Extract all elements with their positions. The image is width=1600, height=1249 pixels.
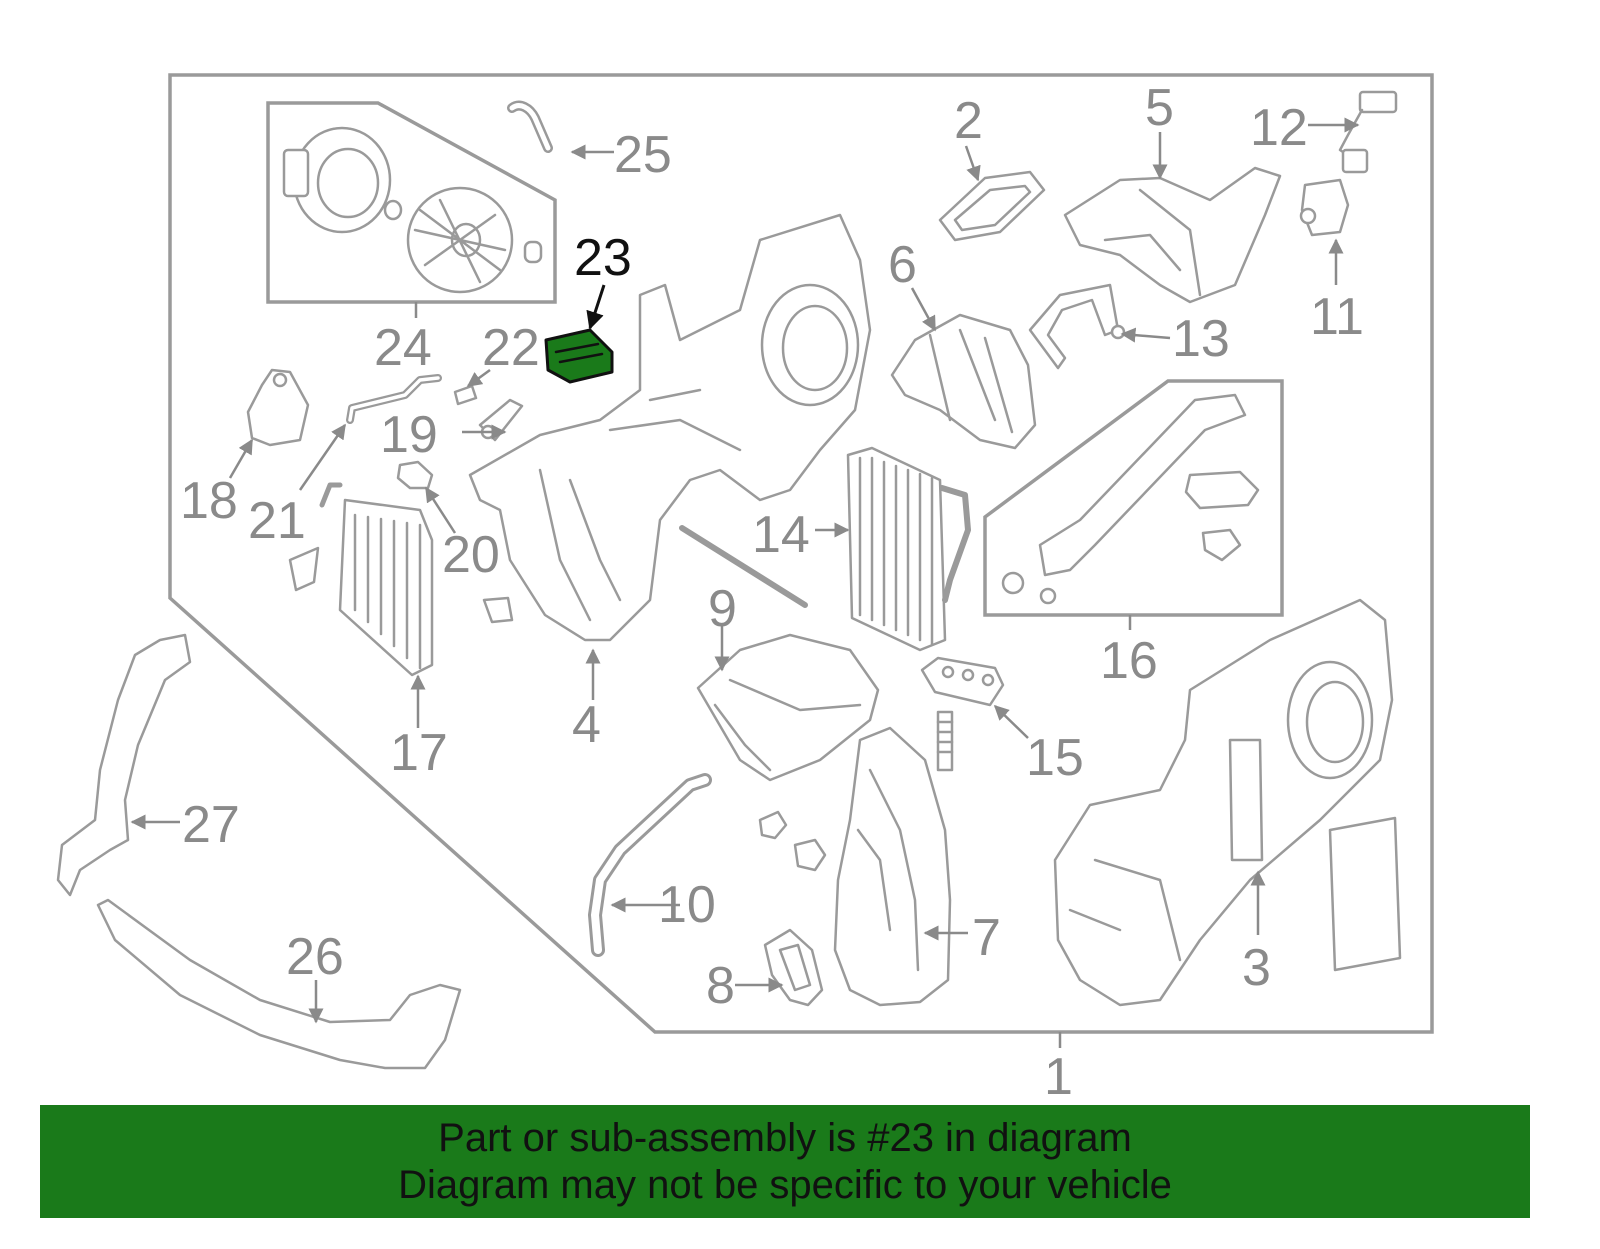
part-2-gasket[interactable] [938, 170, 1046, 242]
part-4-heater-case[interactable] [468, 213, 872, 642]
pipe-subassembly-box [983, 379, 1284, 617]
callout-20: 20 [442, 526, 500, 584]
callout-19: 19 [380, 406, 438, 464]
callout-17: 17 [390, 724, 448, 782]
info-banner: Part or sub-assembly is #23 in diagram D… [40, 1105, 1530, 1218]
callout-12: 12 [1250, 99, 1308, 157]
callout-26: 26 [286, 928, 344, 986]
part-12-wire-harness[interactable] [1338, 90, 1398, 174]
part-14-evaporator[interactable] [846, 446, 971, 652]
part-7-duct[interactable] [833, 726, 952, 1007]
part-21-tube[interactable] [346, 374, 442, 424]
callout-13: 13 [1172, 310, 1230, 368]
callout-10: 10 [658, 876, 716, 934]
callout-27: 27 [182, 796, 240, 854]
callout-7: 7 [972, 909, 1001, 967]
part-grommet-pair[interactable] [758, 810, 827, 872]
callout-8: 8 [706, 957, 735, 1015]
part-10-drain-hose[interactable] [588, 773, 712, 957]
part-22-clip[interactable] [453, 384, 478, 406]
callout-6: 6 [888, 236, 917, 294]
callout-4: 4 [572, 696, 601, 754]
callout-16: 16 [1100, 632, 1158, 690]
part-26-rear-duct[interactable] [96, 898, 462, 1070]
leader-lines [130, 117, 1360, 1024]
callout-22: 22 [482, 319, 540, 377]
part-6-cover[interactable] [890, 313, 1037, 450]
callout-15: 15 [1026, 729, 1084, 787]
part-17-heater-core[interactable] [288, 482, 514, 677]
part-18-mode-actuator[interactable] [246, 368, 310, 447]
callout-24: 24 [374, 319, 432, 377]
part-27-duct-bracket[interactable] [56, 633, 192, 897]
callout-14: 14 [752, 506, 810, 564]
part-23-blower-resistor[interactable] [544, 328, 614, 384]
callout-21: 21 [248, 492, 306, 550]
callout-2: 2 [954, 92, 983, 150]
assembly-frame [168, 73, 1434, 1034]
part-13-bracket[interactable] [1028, 283, 1126, 370]
part-expansion-rod[interactable] [679, 525, 808, 608]
part-25-hose[interactable] [507, 100, 553, 153]
part-9-drain-pan[interactable] [696, 633, 880, 782]
callout-25: 25 [614, 126, 672, 184]
callout-18: 18 [180, 472, 238, 530]
callout-labels: 1 2 3 4 5 6 7 8 9 10 11 12 13 14 15 16 1… [180, 79, 1364, 1106]
callout-23: 23 [574, 229, 632, 287]
callout-3: 3 [1242, 939, 1271, 997]
callout-1: 1 [1044, 1048, 1073, 1106]
callout-5: 5 [1145, 79, 1174, 137]
part-19-link[interactable] [478, 398, 524, 442]
callout-9: 9 [708, 580, 737, 638]
part-5-upper-case[interactable] [1063, 166, 1282, 304]
part-8-seal[interactable] [763, 928, 824, 1007]
callout-11: 11 [1310, 288, 1364, 346]
part-3-lower-case[interactable] [1053, 598, 1402, 1007]
banner-line-part: Part or sub-assembly is #23 in diagram [438, 1115, 1132, 1160]
part-24-blower-motor[interactable] [282, 126, 543, 294]
part-15-expansion-valve[interactable] [920, 656, 1005, 772]
banner-line-disclaimer: Diagram may not be specific to your vehi… [398, 1162, 1172, 1207]
blower-subassembly-box [266, 101, 557, 304]
part-11-actuator[interactable] [1299, 178, 1350, 237]
part-20-grommet[interactable] [396, 460, 434, 490]
part-16-ac-pipe-kit[interactable] [1001, 393, 1260, 605]
